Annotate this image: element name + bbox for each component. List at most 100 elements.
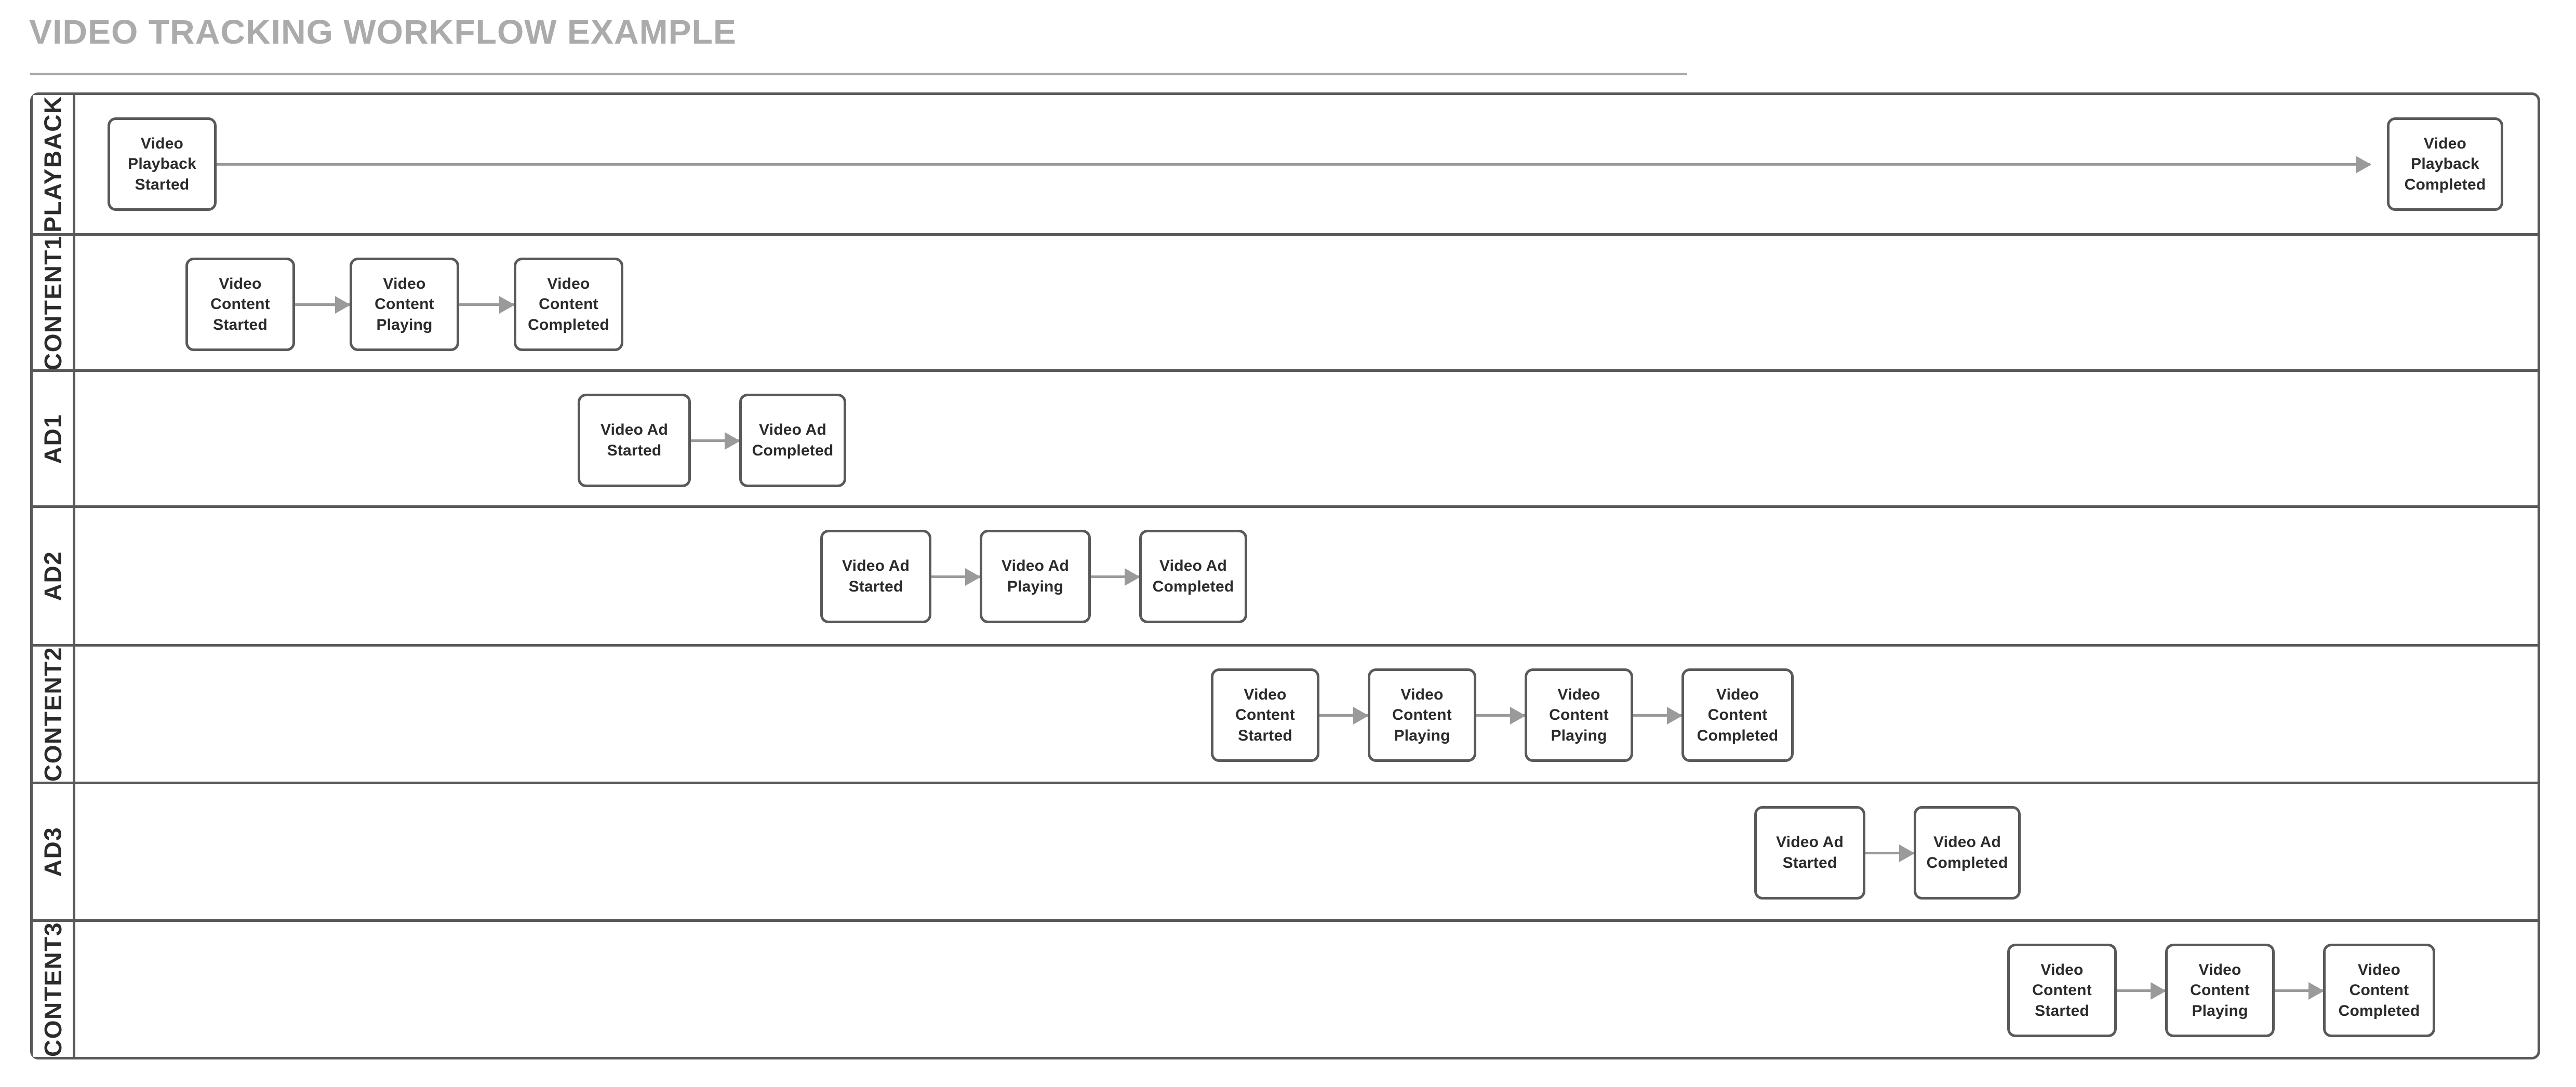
connector-content2-2 bbox=[1476, 706, 1526, 724]
node-content2-completed[interactable]: Video Content Completed bbox=[1681, 668, 1794, 762]
node-label-line2: Completed bbox=[1152, 578, 1234, 595]
node-content1-playing[interactable]: Video Content Playing bbox=[350, 258, 459, 351]
node-label-line1: Video Content bbox=[539, 275, 598, 313]
lane-label-ad1: AD1 bbox=[39, 413, 66, 464]
connector-playback-1 bbox=[217, 155, 2371, 173]
arrowhead-icon bbox=[1667, 706, 1683, 724]
connector-ad2-2 bbox=[1091, 568, 1140, 586]
arrowhead-icon bbox=[965, 568, 981, 586]
node-label-line1: Video Content bbox=[1707, 686, 1768, 724]
arrowhead-icon bbox=[725, 432, 740, 450]
swimlane-playback: PLAYBACK Video Playback Started Video Pl… bbox=[33, 95, 2538, 233]
node-label-line2: Playing bbox=[1394, 727, 1450, 744]
connector-content3-2 bbox=[2275, 982, 2324, 1000]
node-ad3-started[interactable]: Video Ad Started bbox=[1754, 806, 1865, 900]
lane-label-ad3: AD3 bbox=[39, 826, 66, 877]
lane-body-ad3: Video Ad Started Video Ad Completed bbox=[75, 784, 2538, 919]
node-ad2-playing[interactable]: Video Ad Playing bbox=[980, 530, 1091, 623]
arrowhead-icon bbox=[2151, 982, 2166, 1000]
node-content1-started[interactable]: Video Content Started bbox=[185, 258, 295, 351]
node-ad2-started[interactable]: Video Ad Started bbox=[820, 530, 931, 623]
node-content2-playing-1[interactable]: Video Content Playing bbox=[1368, 668, 1476, 762]
node-label-line1: Video Ad Started bbox=[1776, 834, 1844, 871]
lane-label-playback: PLAYBACK bbox=[39, 96, 66, 233]
node-video-playback-completed[interactable]: Video Playback Completed bbox=[2387, 117, 2503, 211]
node-label-line1: Video Content bbox=[2190, 961, 2250, 999]
lane-body-content2: Video Content Started Video Content Play… bbox=[75, 647, 2538, 782]
node-label-line1: Video Ad Playing bbox=[1002, 557, 1069, 595]
node-label-line2: Playing bbox=[2192, 1002, 2248, 1019]
node-label-line2: Completed bbox=[2338, 1002, 2420, 1019]
node-label-line2: Playing bbox=[376, 316, 433, 333]
connector-content1-2 bbox=[459, 296, 515, 314]
node-label-line1: Video Content bbox=[375, 275, 434, 313]
connector-content3-1 bbox=[2117, 982, 2166, 1000]
node-label-line1: Video Ad Started bbox=[842, 557, 910, 595]
node-label-line2: Started bbox=[213, 316, 268, 333]
node-video-playback-started[interactable]: Video Playback Started bbox=[108, 117, 217, 211]
node-ad3-completed[interactable]: Video Ad Completed bbox=[1914, 806, 2021, 900]
swimlane-pool: PLAYBACK Video Playback Started Video Pl… bbox=[30, 92, 2540, 1059]
node-label-line2: Started bbox=[135, 176, 190, 193]
node-content3-started[interactable]: Video Content Started bbox=[2007, 944, 2117, 1037]
node-label-line2: Started bbox=[2035, 1002, 2089, 1019]
lane-body-ad2: Video Ad Started Video Ad Playing Vide bbox=[75, 508, 2538, 644]
node-label-line2: Completed bbox=[752, 442, 834, 459]
node-label-line1: Video Content bbox=[210, 275, 270, 313]
node-label-line1: Video Content bbox=[1392, 686, 1452, 724]
node-ad1-completed[interactable]: Video Ad Completed bbox=[739, 394, 846, 487]
node-content3-completed[interactable]: Video Content Completed bbox=[2323, 944, 2435, 1037]
arrowhead-icon bbox=[335, 296, 351, 314]
arrowhead-icon bbox=[1125, 568, 1140, 586]
swimlane-content1: CONTENT1 Video Content Started Video Con… bbox=[33, 233, 2538, 370]
node-label-line1: Video Playback bbox=[128, 135, 196, 173]
lane-header-content3: CONTENT3 bbox=[33, 922, 75, 1057]
node-ad2-completed[interactable]: Video Ad Completed bbox=[1139, 530, 1247, 623]
node-label-line1: Video Content bbox=[2032, 961, 2092, 999]
node-content1-completed[interactable]: Video Content Completed bbox=[514, 258, 623, 351]
node-label-line1: Video Ad bbox=[759, 421, 826, 439]
node-label-line1: Video Playback bbox=[2411, 135, 2479, 173]
node-label-line2: Completed bbox=[1926, 854, 2008, 871]
arrowhead-icon bbox=[1899, 844, 1915, 862]
node-label-line2: Completed bbox=[1697, 727, 1779, 744]
lane-body-playback: Video Playback Started Video Playback Co… bbox=[75, 95, 2538, 233]
title-underline-rule bbox=[30, 73, 1687, 75]
connector-content2-1 bbox=[1319, 706, 1369, 724]
swimlane-ad1: AD1 Video Ad Started Video Ad Completed bbox=[33, 369, 2538, 505]
arrowhead-icon bbox=[2356, 155, 2371, 173]
connector-ad2-1 bbox=[931, 568, 981, 586]
node-content3-playing[interactable]: Video Content Playing bbox=[2165, 944, 2275, 1037]
page-title: VIDEO TRACKING WORKFLOW EXAMPLE bbox=[29, 12, 737, 51]
connector-content2-3 bbox=[1633, 706, 1683, 724]
node-label-line1: Video Ad bbox=[1933, 834, 2001, 851]
arrowhead-icon bbox=[1353, 706, 1369, 724]
lane-body-content3: Video Content Started Video Content Play… bbox=[75, 922, 2538, 1057]
swimlane-content2: CONTENT2 Video Content Started Video Con… bbox=[33, 644, 2538, 782]
node-label-line1: Video Content bbox=[1549, 686, 1609, 724]
node-content2-playing-2[interactable]: Video Content Playing bbox=[1525, 668, 1633, 762]
node-label-line2: Started bbox=[1238, 727, 1292, 744]
lane-header-content2: CONTENT2 bbox=[33, 647, 75, 782]
lane-body-content1: Video Content Started Video Content Play… bbox=[75, 236, 2538, 369]
swimlane-ad3: AD3 Video Ad Started Video Ad Completed bbox=[33, 782, 2538, 919]
lane-header-playback: PLAYBACK bbox=[33, 95, 75, 233]
connector-ad3-1 bbox=[1865, 844, 1915, 862]
lane-label-content1: CONTENT1 bbox=[39, 235, 66, 370]
arrowhead-icon bbox=[1510, 706, 1526, 724]
node-content2-started[interactable]: Video Content Started bbox=[1211, 668, 1319, 762]
node-label-line1: Video Content bbox=[1235, 686, 1295, 724]
lane-header-ad2: AD2 bbox=[33, 508, 75, 644]
node-label-line1: Video Ad Started bbox=[600, 421, 668, 459]
lane-header-ad1: AD1 bbox=[33, 372, 75, 505]
node-label-line1: Video Ad bbox=[1159, 557, 1227, 575]
lane-label-content3: CONTENT3 bbox=[39, 922, 66, 1057]
node-ad1-started[interactable]: Video Ad Started bbox=[578, 394, 691, 487]
swimlane-content3: CONTENT3 Video Content Started Video Con… bbox=[33, 919, 2538, 1057]
node-label-line2: Completed bbox=[528, 316, 609, 333]
node-label-line2: Completed bbox=[2404, 176, 2486, 193]
lane-label-ad2: AD2 bbox=[39, 551, 66, 601]
lane-body-ad1: Video Ad Started Video Ad Completed bbox=[75, 372, 2538, 505]
arrowhead-icon bbox=[499, 296, 515, 314]
swimlane-ad2: AD2 Video Ad Started Video Ad Playing bbox=[33, 505, 2538, 644]
